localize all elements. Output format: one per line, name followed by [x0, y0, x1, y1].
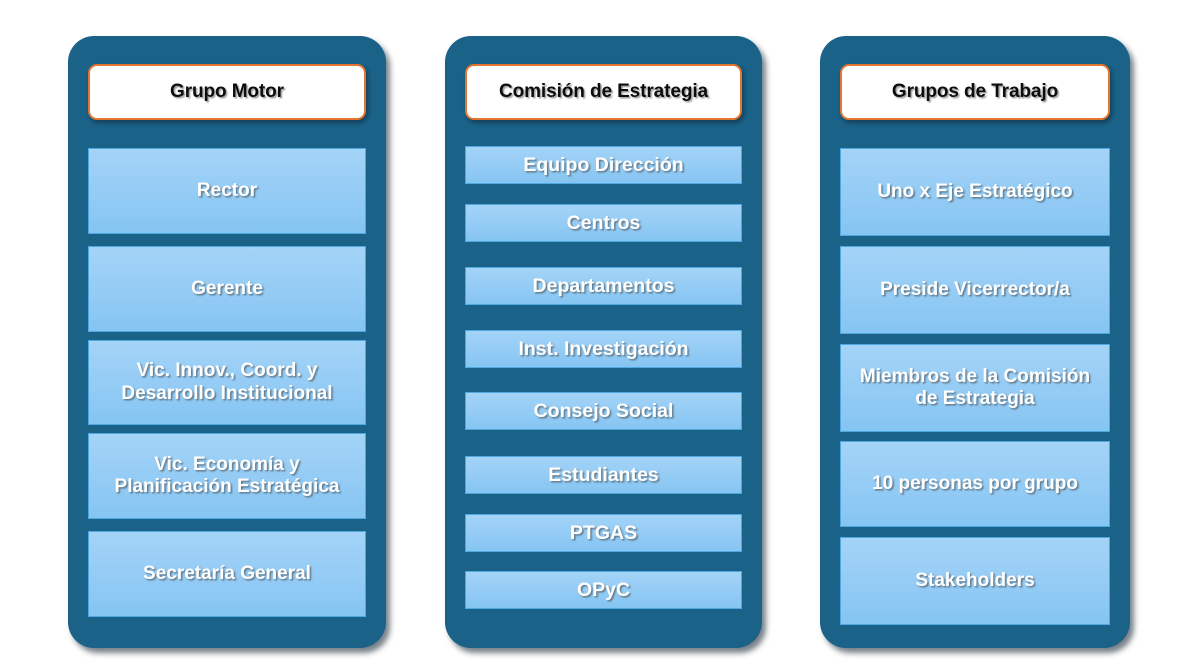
list-item: Stakeholders [840, 537, 1110, 625]
column-grupo-motor: Grupo Motor Rector Gerente Vic. Innov., … [68, 36, 386, 648]
column-item-list-comision-de-estrategia: Equipo Dirección Centros Departamentos I… [465, 146, 742, 624]
list-item: Vic. Economía y Planificación Estratégic… [88, 433, 366, 519]
list-item: Miembros de la Comisión de Estrategia [840, 344, 1110, 432]
column-header-title: Comisión de Estrategia [499, 81, 708, 103]
column-item-list-grupo-motor: Rector Gerente Vic. Innov., Coord. y Des… [88, 148, 366, 624]
column-header-title: Grupo Motor [170, 81, 284, 103]
column-header-grupo-motor: Grupo Motor [88, 64, 366, 120]
list-item: Vic. Innov., Coord. y Desarrollo Institu… [88, 340, 366, 425]
column-comision-de-estrategia: Comisión de Estrategia Equipo Dirección … [445, 36, 762, 648]
list-item: OPyC [465, 571, 742, 609]
column-grupos-de-trabajo: Grupos de Trabajo Uno x Eje Estratégico … [820, 36, 1130, 648]
column-header-comision-de-estrategia: Comisión de Estrategia [465, 64, 742, 120]
column-header-title: Grupos de Trabajo [891, 81, 1059, 103]
list-item: Inst. Investigación [465, 330, 742, 368]
list-item: Uno x Eje Estratégico [840, 148, 1110, 236]
list-item: Consejo Social [465, 392, 742, 430]
list-item: Estudiantes [465, 456, 742, 494]
column-header-grupos-de-trabajo: Grupos de Trabajo [840, 64, 1110, 120]
list-item: Equipo Dirección [465, 146, 742, 184]
list-item: Secretaría General [88, 531, 366, 617]
list-item: Gerente [88, 246, 366, 332]
list-item: PTGAS [465, 514, 742, 552]
list-item: Departamentos [465, 267, 742, 305]
column-item-list-grupos-de-trabajo: Uno x Eje Estratégico Preside Vicerrecto… [840, 148, 1110, 625]
list-item: Rector [88, 148, 366, 234]
list-item: Centros [465, 204, 742, 242]
list-item: Preside Vicerrector/a [840, 246, 1110, 334]
list-item: 10 personas por grupo [840, 441, 1110, 527]
